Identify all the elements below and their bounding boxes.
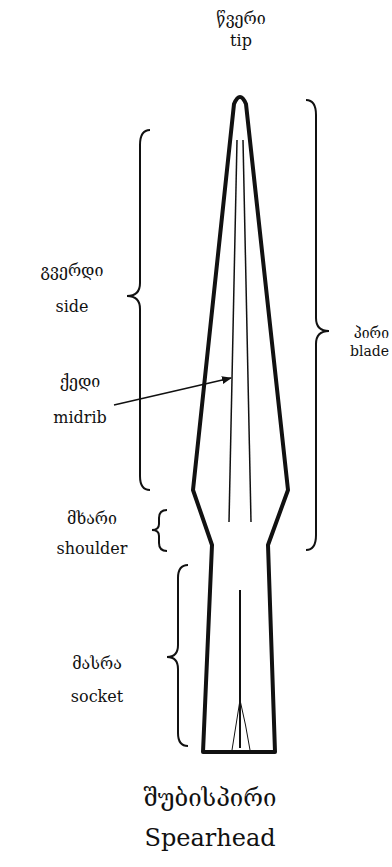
part-name: blade [350, 343, 389, 359]
side-brace [127, 130, 150, 490]
part-name: shoulder [57, 540, 128, 558]
socket-brace [167, 565, 188, 746]
part-name: წვერი [216, 10, 265, 28]
midrib-line [243, 140, 251, 522]
part-name: პირი [354, 325, 389, 341]
socket-seam [232, 700, 250, 750]
part-name: ქედი [60, 373, 101, 391]
part-name: მხარი [67, 510, 117, 528]
part-name: გვერდი [41, 262, 104, 280]
part-name: tip [230, 32, 252, 50]
blade-brace [306, 100, 329, 550]
caption-text: შუბისპირი [143, 785, 276, 813]
socket-seam [239, 590, 241, 748]
part-name: მასრა [72, 655, 122, 673]
midrib-leader [114, 378, 231, 405]
caption-text: Spearhead [144, 825, 275, 853]
shoulder-brace [152, 510, 167, 551]
part-name: midrib [53, 409, 107, 427]
part-name: side [55, 298, 88, 316]
midrib-line [229, 140, 237, 522]
spearhead-outline [193, 97, 288, 752]
part-name: socket [71, 688, 123, 706]
